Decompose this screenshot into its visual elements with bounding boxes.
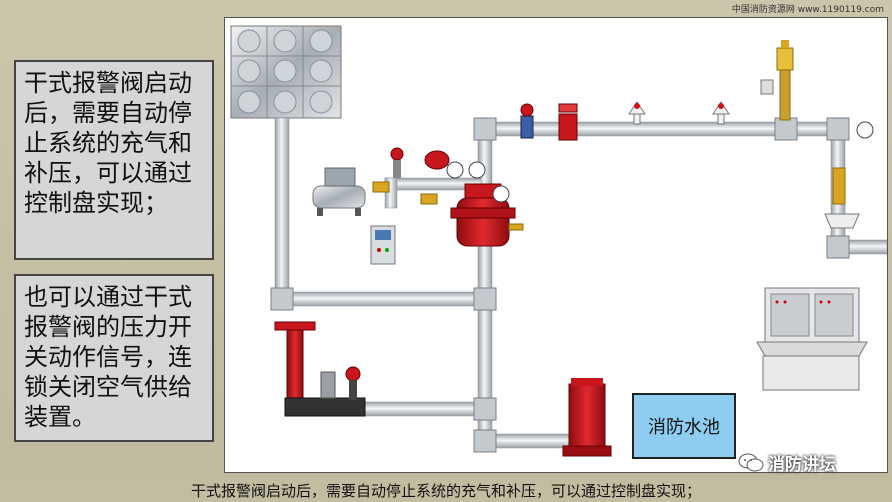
end-test-device <box>824 121 874 229</box>
explanation-box-2: 也可以通过干式报警阀的压力开关动作信号，连锁关闭空气供给装置。 <box>14 274 214 442</box>
slide-caption: 干式报警阀启动后，需要自动停止系统的充气和补压，可以通过控制盘实现； <box>0 480 892 502</box>
control-panel <box>756 287 868 391</box>
exhaust-valve <box>760 40 794 121</box>
water-tank <box>230 25 342 119</box>
fire-water-pool: 消防水池 <box>632 393 736 459</box>
supply-valves <box>372 147 438 205</box>
top-line-devices <box>520 101 730 141</box>
explanation-box-1: 干式报警阀启动后，需要自动停止系统的充气和补压，可以通过控制盘实现； <box>14 60 214 260</box>
brand-watermark: 消防讲坛 <box>738 450 836 475</box>
brand-label: 消防讲坛 <box>768 455 836 475</box>
source-watermark: 中国消防资源网 www.1190119.com <box>731 5 884 15</box>
wechat-icon <box>738 453 764 471</box>
system-diagram: 消防水池 <box>224 17 888 473</box>
fire-pump <box>562 378 612 457</box>
air-compressor <box>312 167 366 216</box>
dry-alarm-valve <box>424 150 524 247</box>
pump-adapter-assembly <box>274 321 366 417</box>
control-box <box>370 225 396 265</box>
